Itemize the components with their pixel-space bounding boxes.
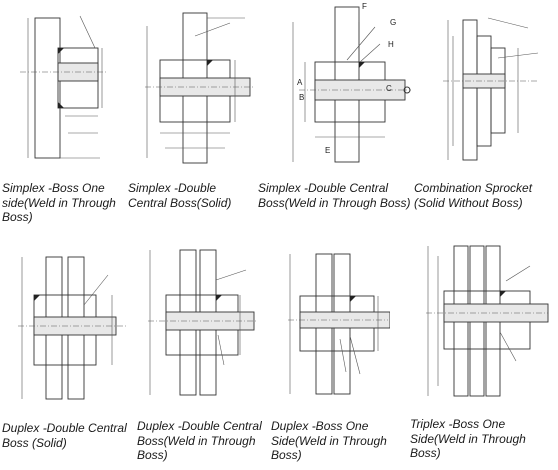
caption-combination-sprocket: Combination Sprocket (Solid Without Boss… (414, 181, 533, 210)
sprocket-drawing-triplex-boss-one-side (426, 245, 549, 397)
dimension-label-g: G (390, 18, 397, 27)
dimension-label-e: E (325, 146, 331, 155)
sprocket-drawing-simplex-double-central-weld (292, 6, 411, 163)
caption-duplex-double-central-solid: Duplex -Double Central Boss (Solid) (2, 421, 127, 450)
caption-simplex-double-central-solid: Simplex -Double Central Boss(Solid) (128, 181, 232, 210)
sprocket-drawing-duplex-double-central-weld (148, 249, 256, 396)
caption-duplex-boss-one-side: Duplex -Boss One Side(Weld in Through Bo… (271, 419, 387, 462)
dimension-label-b: B (299, 93, 305, 102)
sprocket-drawing-simplex-boss-one-side (20, 15, 106, 159)
caption-triplex-boss-one-side: Triplex -Boss One Side(Weld in Through B… (410, 417, 526, 460)
sprocket-drawing-duplex-double-central-solid (18, 256, 126, 400)
caption-simplex-double-central-weld: Simplex -Double Central Boss(Weld in Thr… (258, 181, 411, 210)
caption-simplex-boss-one-side: Simplex -Boss One side(Weld in Through B… (2, 181, 116, 224)
sprocket-drawing-duplex-boss-one-side (288, 253, 390, 395)
dimension-label-f: F (362, 2, 367, 11)
dimension-label-c: C (386, 84, 392, 93)
caption-duplex-double-central-weld: Duplex -Double Central Boss(Weld in Thro… (137, 419, 262, 462)
dimension-label-a: A (297, 78, 303, 87)
sprocket-drawing-combination (443, 17, 539, 161)
sprocket-drawing-simplex-double-central-solid (145, 12, 253, 164)
dimension-label-h: H (388, 40, 394, 49)
